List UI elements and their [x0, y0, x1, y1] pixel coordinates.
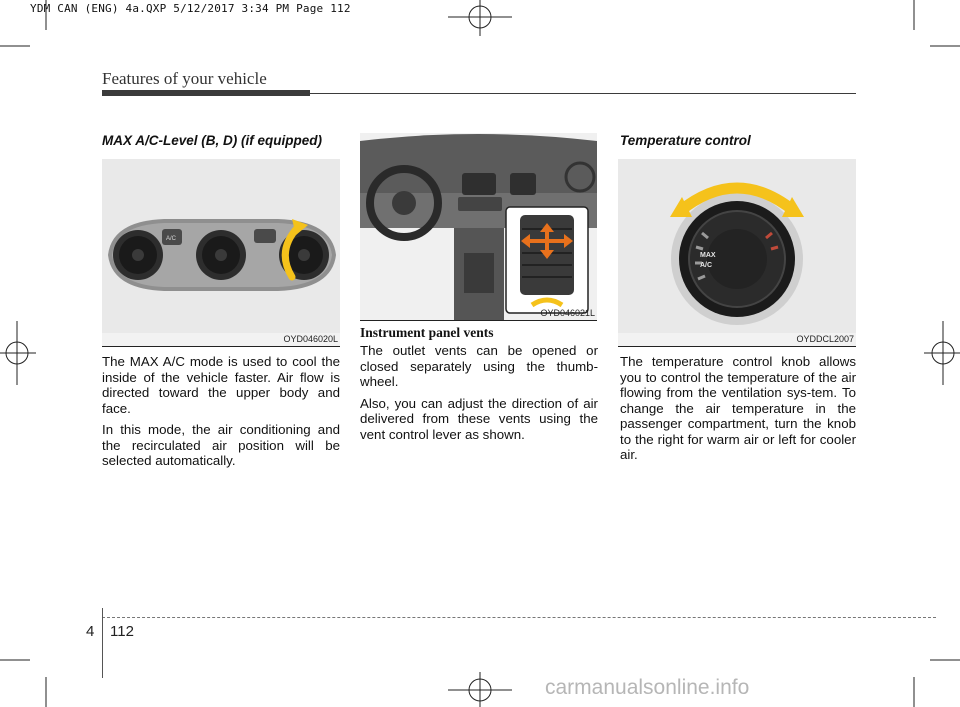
- section-heading-max-ac: MAX A/C-Level (B, D) (if equipped): [102, 133, 322, 148]
- section-heading-temperature: Temperature control: [620, 133, 751, 148]
- header-rule: [310, 93, 856, 94]
- image-code-temperature: OYDDCL2007: [618, 333, 856, 347]
- page-header-title: Features of your vehicle: [102, 69, 267, 88]
- knob-label-ac: A/C: [700, 262, 712, 269]
- knob-label-max: MAX: [700, 252, 716, 259]
- climate-panel-illustration: A/C: [102, 159, 340, 333]
- footer-rule: [102, 617, 936, 618]
- image-code-max-ac: OYD046020L: [102, 333, 340, 347]
- footer-tick: [102, 608, 103, 678]
- dashboard-vents-illustration: [360, 133, 597, 320]
- max-ac-paragraph-1: The MAX A/C mode is used to cool the ins…: [102, 354, 340, 416]
- vents-paragraph-1: The outlet vents can be opened or closed…: [360, 343, 598, 389]
- footer-page-number: 112: [110, 623, 134, 640]
- temperature-knob-illustration: MAX A/C: [618, 159, 856, 333]
- vents-paragraph-2: Also, you can adjust the direction of ai…: [360, 395, 598, 442]
- header-bar: [102, 90, 310, 96]
- section-heading-vents: Instrument panel vents: [360, 325, 494, 340]
- temperature-paragraph-1: The temperature control knob allows you …: [620, 354, 856, 462]
- print-slug: YDM CAN (ENG) 4a.QXP 5/12/2017 3:34 PM P…: [30, 2, 351, 15]
- max-ac-paragraph-2: In this mode, the air conditioning and t…: [102, 422, 340, 468]
- panel-ac-button-label: A/C: [166, 236, 177, 242]
- footer-chapter-number: 4: [86, 623, 95, 640]
- watermark: carmanualsonline.info: [545, 676, 750, 699]
- temperature-body: The temperature control knob allows you …: [620, 354, 856, 469]
- max-ac-body: The MAX A/C mode is used to cool the ins…: [102, 354, 340, 475]
- image-code-vents: OYD046021L: [360, 307, 597, 321]
- vents-body: The outlet vents can be opened or closed…: [360, 343, 598, 448]
